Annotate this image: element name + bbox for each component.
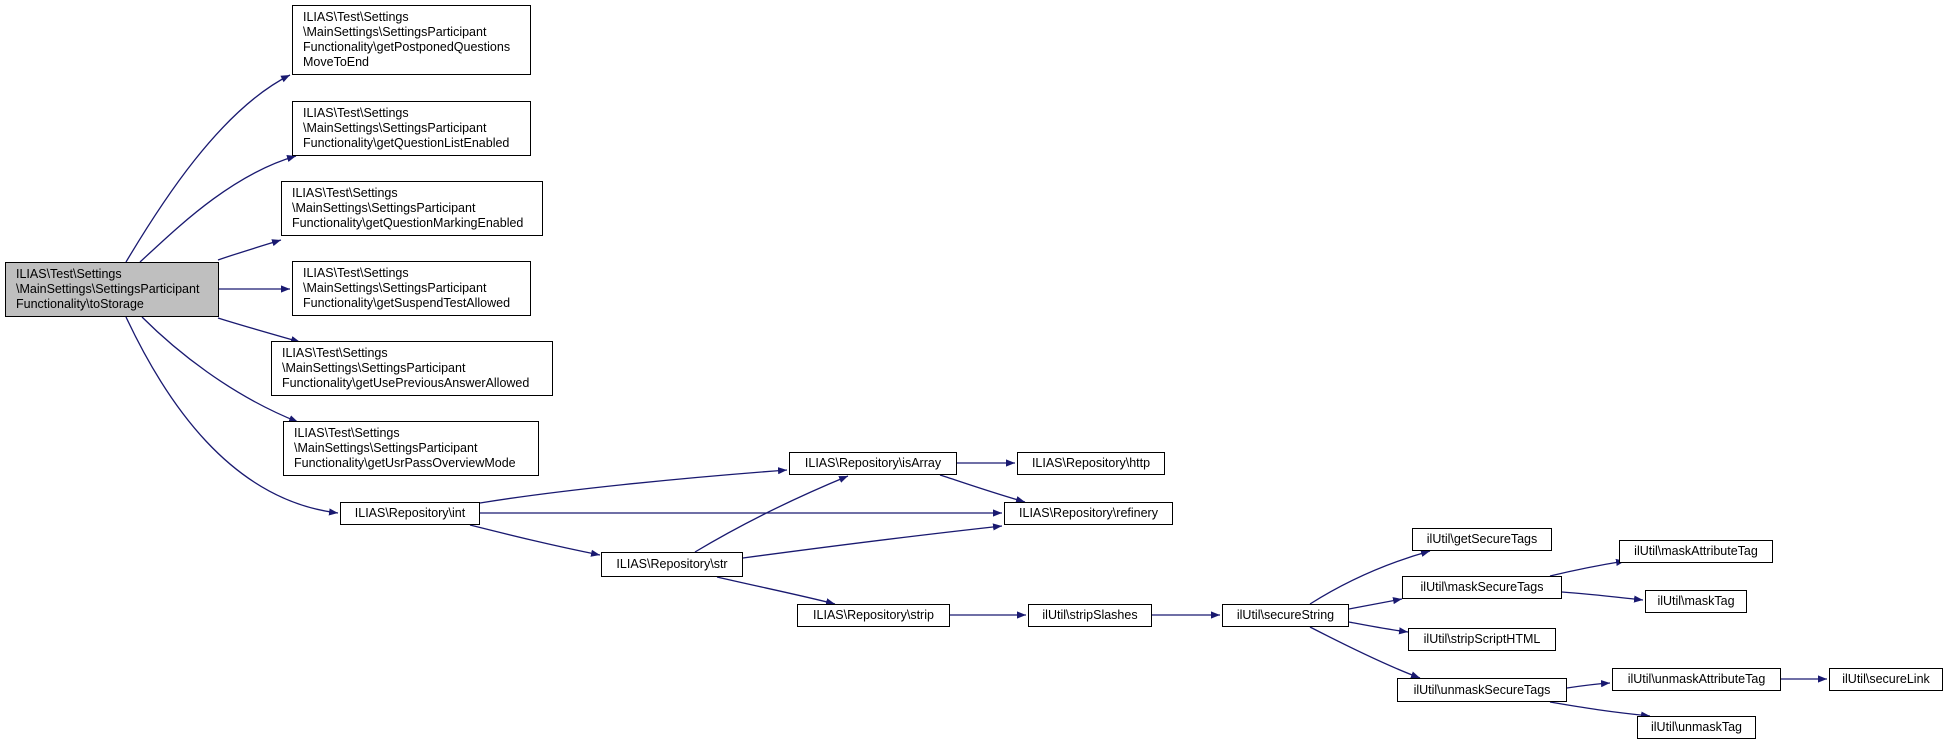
node-getSuspend[interactable]: ILIAS\Test\Settings \MainSettings\Settin…: [292, 261, 531, 316]
edge-root-to-getUsrPass: [141, 316, 299, 423]
node-getUsePrevious[interactable]: ILIAS\Test\Settings \MainSettings\Settin…: [271, 341, 553, 396]
node-root[interactable]: ILIAS\Test\Settings \MainSettings\Settin…: [5, 262, 219, 317]
edge-secureString-to-maskSecureTags: [1348, 597, 1403, 610]
edge-root-to-getUsePrevious: [217, 317, 301, 343]
node-label: ILIAS\Repository\http: [1031, 456, 1151, 470]
node-getQuestionMarking[interactable]: ILIAS\Test\Settings \MainSettings\Settin…: [281, 181, 543, 236]
node-label: ilUtil\stripSlashes: [1042, 608, 1138, 622]
edge-repoIsArray-to-repoRefinery: [939, 474, 1026, 503]
node-getPostponed[interactable]: ILIAS\Test\Settings \MainSettings\Settin…: [292, 5, 531, 75]
edge-maskSecureTags-to-maskTag: [1561, 591, 1644, 603]
node-label: ilUtil\secureString: [1236, 608, 1335, 622]
node-label: ILIAS\Test\Settings \MainSettings\Settin…: [292, 186, 524, 230]
node-getSecureTags[interactable]: ilUtil\getSecureTags: [1412, 528, 1552, 551]
edge-secureString-to-getSecureTags: [1309, 549, 1431, 605]
node-label: ILIAS\Test\Settings \MainSettings\Settin…: [282, 346, 530, 390]
node-label: ilUtil\stripScriptHTML: [1423, 632, 1541, 646]
node-label: ILIAS\Repository\str: [616, 557, 728, 571]
node-repoIsArray[interactable]: ILIAS\Repository\isArray: [789, 452, 957, 475]
node-label: ILIAS\Repository\refinery: [1019, 506, 1158, 520]
node-unmaskTag[interactable]: ilUtil\unmaskTag: [1637, 716, 1756, 739]
edge-root-to-getPostponed: [125, 74, 291, 263]
edge-repoStr-to-repoRefinery: [742, 523, 1003, 559]
node-maskAttributeTag[interactable]: ilUtil\maskAttributeTag: [1619, 540, 1773, 563]
edge-unmaskSecureTags-to-unmaskTag: [1549, 701, 1651, 719]
node-unmaskAttributeTag[interactable]: ilUtil\unmaskAttributeTag: [1612, 668, 1781, 691]
node-label: ilUtil\unmaskAttributeTag: [1627, 672, 1766, 686]
edge-repoInt-to-repoIsArray: [479, 467, 788, 504]
node-label: ilUtil\maskSecureTags: [1420, 580, 1544, 594]
node-label: ILIAS\Repository\isArray: [804, 456, 942, 470]
node-repoHttp[interactable]: ILIAS\Repository\http: [1017, 452, 1165, 475]
node-label: ILIAS\Test\Settings \MainSettings\Settin…: [303, 106, 510, 150]
node-label: ilUtil\getSecureTags: [1426, 532, 1538, 546]
node-secureLink[interactable]: ilUtil\secureLink: [1829, 668, 1943, 691]
node-label: ILIAS\Repository\int: [354, 506, 466, 520]
node-repoRefinery[interactable]: ILIAS\Repository\refinery: [1004, 502, 1173, 525]
node-label: ilUtil\maskAttributeTag: [1634, 544, 1758, 558]
edge-root-to-repoInt: [125, 316, 339, 516]
edge-root-to-getQuestionMarking: [217, 239, 282, 261]
node-label: ilUtil\unmaskTag: [1650, 720, 1742, 734]
node-label: ILIAS\Test\Settings \MainSettings\Settin…: [303, 10, 511, 69]
edge-repoStr-to-repoStrip: [716, 576, 836, 606]
node-stripSlashes[interactable]: ilUtil\stripSlashes: [1028, 604, 1152, 627]
edge-maskSecureTags-to-maskAttributeTag: [1549, 558, 1626, 577]
node-secureString[interactable]: ilUtil\secureString: [1222, 604, 1349, 627]
node-maskSecureTags[interactable]: ilUtil\maskSecureTags: [1402, 576, 1562, 599]
node-label: ILIAS\Test\Settings \MainSettings\Settin…: [303, 266, 511, 310]
node-unmaskSecureTags[interactable]: ilUtil\unmaskSecureTags: [1397, 678, 1567, 702]
node-repoInt[interactable]: ILIAS\Repository\int: [340, 502, 480, 525]
edge-repoInt-to-repoStr: [469, 524, 601, 557]
edge-secureString-to-stripScriptHTML: [1348, 621, 1409, 635]
edge-secureString-to-unmaskSecureTags: [1309, 626, 1421, 679]
node-label: ILIAS\Repository\strip: [813, 608, 934, 622]
node-label: ilUtil\secureLink: [1842, 672, 1930, 686]
node-label: ILIAS\Test\Settings \MainSettings\Settin…: [294, 426, 516, 470]
node-label: ilUtil\maskTag: [1657, 594, 1735, 608]
node-getUsrPass[interactable]: ILIAS\Test\Settings \MainSettings\Settin…: [283, 421, 539, 476]
node-label: ilUtil\unmaskSecureTags: [1413, 682, 1551, 697]
node-repoStr[interactable]: ILIAS\Repository\str: [601, 552, 743, 577]
node-getQuestionList[interactable]: ILIAS\Test\Settings \MainSettings\Settin…: [292, 101, 531, 156]
edge-root-to-getQuestionList: [139, 155, 297, 263]
edge-repoStr-to-repoIsArray: [694, 475, 849, 553]
node-stripScriptHTML[interactable]: ilUtil\stripScriptHTML: [1408, 628, 1556, 651]
node-label: ILIAS\Test\Settings \MainSettings\Settin…: [16, 267, 200, 311]
edge-unmaskSecureTags-to-unmaskAttributeTag: [1566, 680, 1611, 689]
node-repoStrip[interactable]: ILIAS\Repository\strip: [797, 604, 950, 627]
node-maskTag[interactable]: ilUtil\maskTag: [1645, 590, 1747, 613]
